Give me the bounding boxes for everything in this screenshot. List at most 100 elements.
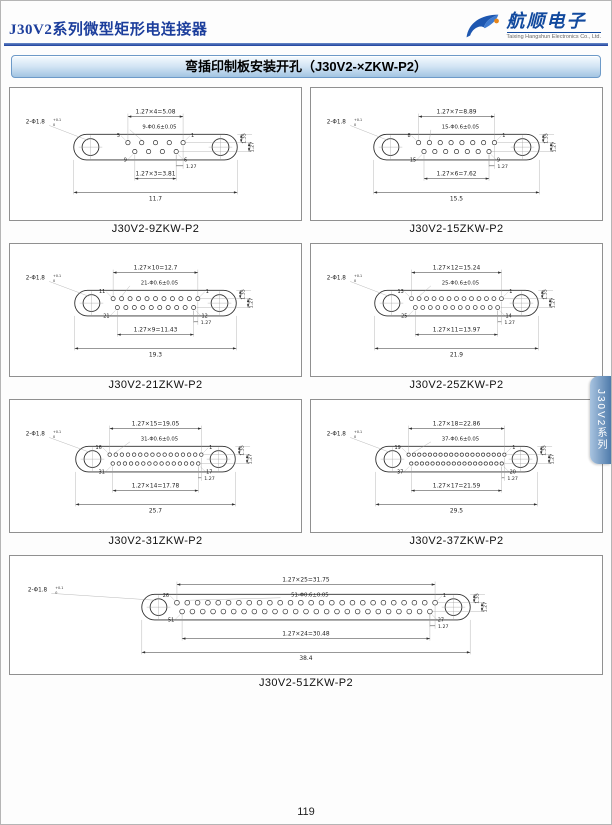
svg-text:1: 1 (209, 445, 212, 451)
page-footer: 119 (1, 806, 611, 818)
svg-text:0: 0 (53, 279, 55, 283)
svg-text:2-Φ1.8: 2-Φ1.8 (26, 275, 46, 281)
panel-caption: J30V2-21ZKW-P2 (108, 379, 203, 391)
svg-text:1.27×18=22.86: 1.27×18=22.86 (433, 422, 481, 428)
svg-text:1.27: 1.27 (438, 624, 449, 630)
svg-text:1.27×11=13.97: 1.27×11=13.97 (433, 328, 481, 334)
svg-text:+0.1: +0.1 (354, 118, 362, 122)
svg-text:15-Φ0.6±0.05: 15-Φ0.6±0.05 (442, 124, 479, 130)
svg-text:1.27: 1.27 (249, 298, 255, 309)
svg-text:1.27×12=15.24: 1.27×12=15.24 (433, 266, 481, 272)
header-divider (4, 43, 608, 46)
svg-text:+0.1: +0.1 (354, 274, 362, 278)
svg-text:37-Φ0.6±0.05: 37-Φ0.6±0.05 (442, 436, 479, 442)
svg-text:1.27×10=12.7: 1.27×10=12.7 (134, 266, 178, 272)
svg-text:38.4: 38.4 (299, 656, 312, 662)
svg-text:+0.1: +0.1 (53, 118, 61, 122)
svg-text:1.27×24=30.48: 1.27×24=30.48 (282, 632, 330, 638)
svg-text:1: 1 (191, 133, 194, 139)
svg-text:1.27: 1.27 (497, 164, 508, 170)
svg-text:1.35: 1.35 (240, 445, 246, 456)
svg-text:1.35: 1.35 (542, 445, 548, 456)
svg-text:2-Φ1.8: 2-Φ1.8 (327, 431, 347, 437)
svg-text:19.3: 19.3 (149, 352, 162, 358)
svg-text:31-Φ0.6±0.05: 31-Φ0.6±0.05 (141, 436, 178, 442)
svg-text:15: 15 (410, 157, 416, 163)
svg-text:25-Φ0.6±0.05: 25-Φ0.6±0.05 (442, 280, 479, 286)
svg-text:2-Φ1.8: 2-Φ1.8 (26, 119, 46, 125)
svg-text:0: 0 (354, 279, 356, 283)
svg-text:21-Φ0.6±0.05: 21-Φ0.6±0.05 (141, 280, 178, 286)
section-title: 弯插印制板安装开孔（J30V2-×ZKW-P2） (184, 59, 428, 74)
svg-text:1.27: 1.27 (201, 320, 212, 326)
svg-text:2-Φ1.8: 2-Φ1.8 (327, 119, 347, 125)
svg-text:6: 6 (184, 157, 187, 163)
svg-text:27: 27 (438, 617, 444, 623)
svg-text:9: 9 (497, 157, 500, 163)
svg-text:1.27×25=31.75: 1.27×25=31.75 (282, 578, 330, 584)
svg-text:37: 37 (397, 469, 403, 475)
svg-text:20: 20 (510, 469, 516, 475)
logo-bird-icon (466, 14, 499, 38)
svg-text:0: 0 (55, 591, 57, 595)
svg-text:1.27: 1.27 (204, 476, 215, 482)
svg-text:+0.1: +0.1 (53, 274, 61, 278)
svg-text:1.35: 1.35 (241, 289, 247, 300)
svg-text:5: 5 (117, 133, 120, 139)
svg-text:1.27×15=19.05: 1.27×15=19.05 (132, 422, 180, 428)
svg-text:0: 0 (53, 123, 55, 127)
svg-text:1: 1 (512, 445, 515, 451)
svg-text:1.27: 1.27 (482, 602, 488, 613)
connector-drawing: 1.27×12=15.2425-Φ0.6±0.052-Φ1.8+0.101.35… (327, 266, 557, 359)
svg-text:0: 0 (354, 435, 356, 439)
svg-text:1.27: 1.27 (551, 298, 557, 309)
series-side-tab[interactable]: J30V2系列 (590, 376, 611, 464)
svg-text:1.27×6=7.62: 1.27×6=7.62 (437, 172, 477, 178)
section-title-bar: 弯插印制板安装开孔（J30V2-×ZKW-P2） (11, 55, 601, 78)
svg-text:25: 25 (401, 313, 407, 319)
svg-text:1.27×14=17.78: 1.27×14=17.78 (132, 484, 180, 490)
svg-text:1.27×4=5.08: 1.27×4=5.08 (136, 110, 176, 116)
svg-text:16: 16 (96, 445, 102, 451)
svg-text:1.27×17=21.59: 1.27×17=21.59 (433, 484, 481, 490)
connector-drawing: 1.27×10=12.721-Φ0.6±0.052-Φ1.8+0.101.351… (26, 266, 255, 359)
svg-text:1.35: 1.35 (543, 289, 549, 300)
page-number: 119 (297, 806, 315, 818)
svg-text:1.27: 1.27 (552, 142, 558, 153)
svg-text:11.7: 11.7 (149, 196, 162, 202)
svg-text:1.27: 1.27 (550, 454, 556, 465)
svg-text:15.5: 15.5 (450, 196, 463, 202)
logo-subtitle: Taixing Hangshun Electronics Co., Ltd. (506, 31, 601, 40)
panel-caption: J30V2-51ZKW-P2 (258, 677, 354, 689)
connector-drawing: 1.27×4=5.08 9-Φ0.6±0.05 2-Φ1.8 +0.10 1.35 1.2… (26, 110, 256, 203)
doc-title: J30V2系列微型矩形电连接器 (9, 22, 208, 38)
svg-text:12: 12 (202, 313, 208, 319)
svg-text:1.27×9=11.43: 1.27×9=11.43 (134, 328, 178, 334)
svg-text:17: 17 (206, 469, 212, 475)
svg-text:0: 0 (53, 435, 55, 439)
svg-text:+0.1: +0.1 (53, 430, 61, 434)
svg-text:1.27: 1.27 (248, 454, 254, 465)
svg-text:1: 1 (509, 289, 512, 295)
svg-text:13: 13 (397, 289, 403, 295)
svg-text:1.27×3=3.81: 1.27×3=3.81 (136, 172, 176, 178)
svg-text:51: 51 (168, 617, 174, 623)
panel-caption: J30V2-31ZKW-P2 (108, 535, 203, 547)
svg-text:26: 26 (163, 593, 169, 599)
svg-text:9-Φ0.6±0.05: 9-Φ0.6±0.05 (142, 124, 176, 130)
svg-text:1.35: 1.35 (242, 133, 248, 144)
svg-text:1.27: 1.27 (507, 476, 518, 482)
